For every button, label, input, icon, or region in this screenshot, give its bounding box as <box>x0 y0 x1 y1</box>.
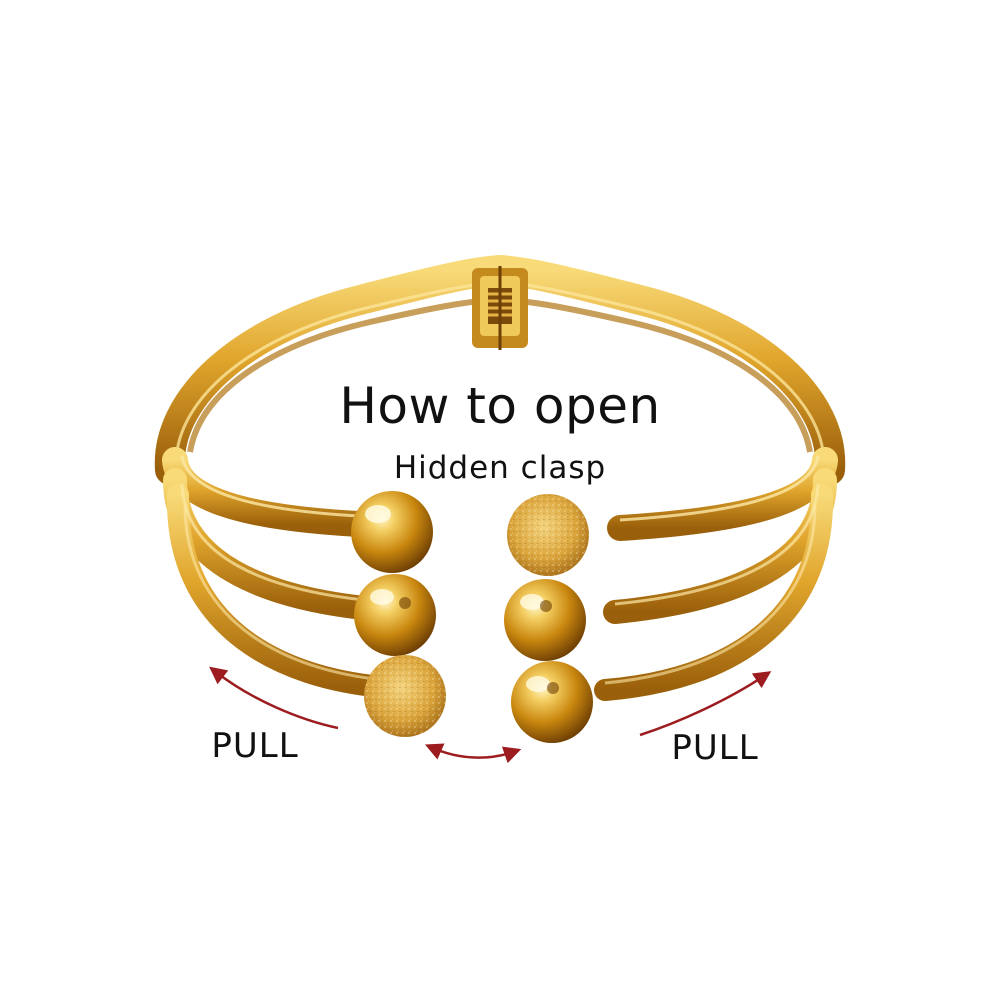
bangle-left-bands <box>162 447 406 699</box>
curved-arrow-up-left-icon <box>209 666 339 730</box>
right-ball-bottom <box>511 661 593 743</box>
double-headed-arrow-icon <box>425 743 522 764</box>
bangle-right-bands <box>594 447 838 701</box>
right-ball-middle <box>504 579 586 661</box>
hinge <box>472 266 528 350</box>
pull-left-label: PULL <box>211 726 299 766</box>
left-ball-middle <box>354 574 436 656</box>
curved-arrow-up-right-icon <box>639 671 772 737</box>
left-ball-bottom-matte <box>364 655 446 737</box>
pull-right-label: PULL <box>671 728 759 768</box>
left-ball-top <box>351 491 433 573</box>
page-title: How to open <box>339 377 661 435</box>
page-subtitle: Hidden clasp <box>393 450 607 486</box>
right-ball-top-matte <box>507 494 589 576</box>
